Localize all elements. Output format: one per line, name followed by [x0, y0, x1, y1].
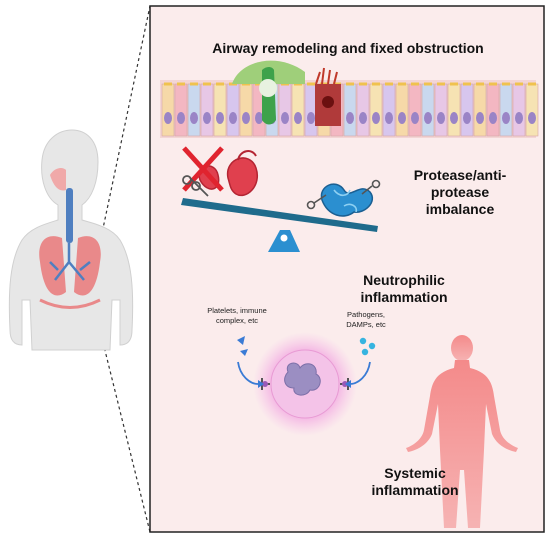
- epithelial-cell: [525, 83, 539, 137]
- epithelial-cell: [278, 83, 292, 137]
- cell-nucleus: [372, 112, 380, 124]
- human-body-icon: [406, 335, 518, 528]
- epithelium-icon: [160, 60, 539, 138]
- epithelial-cell: [486, 83, 500, 137]
- cell-nucleus: [216, 112, 224, 124]
- epithelial-cell: [382, 83, 396, 137]
- epithelial-cell: [343, 83, 357, 137]
- label-neutrophilic-1: Neutrophilic: [363, 272, 445, 288]
- cell-nucleus: [515, 112, 523, 124]
- label-pathogens-2: DAMPs, etc: [346, 320, 386, 329]
- human-torso-icon: [8, 129, 134, 351]
- epithelial-cell: [434, 83, 448, 137]
- cell-nucleus: [398, 112, 406, 124]
- epithelial-cell: [460, 83, 474, 137]
- epithelial-cell: [408, 83, 422, 137]
- cell-nucleus: [255, 112, 263, 124]
- label-protease-1: Protease/anti-: [414, 167, 507, 183]
- label-systemic-2: inflammation: [371, 482, 458, 498]
- cell-nucleus: [450, 112, 458, 124]
- cell-nucleus: [359, 112, 367, 124]
- cell-nucleus: [229, 112, 237, 124]
- epithelial-cell: [369, 83, 383, 137]
- epithelial-cell: [473, 83, 487, 137]
- epithelial-cell: [356, 83, 370, 137]
- epithelial-cell: [161, 83, 175, 137]
- epithelial-cell: [291, 83, 305, 137]
- label-protease-2: protease: [431, 184, 490, 200]
- cell-nucleus: [242, 112, 250, 124]
- cell-nucleus: [164, 112, 172, 124]
- epithelial-cell: [187, 83, 201, 137]
- label-systemic-1: Systemic: [384, 465, 446, 481]
- cell-nucleus: [346, 112, 354, 124]
- cell-nucleus: [281, 112, 289, 124]
- epithelial-cell: [395, 83, 409, 137]
- cell-nucleus: [489, 112, 497, 124]
- cell-nucleus: [476, 112, 484, 124]
- cell-nucleus: [294, 112, 302, 124]
- cell-nucleus: [177, 112, 185, 124]
- ligand-arrows: [237, 336, 376, 388]
- epithelial-cell: [174, 83, 188, 137]
- scissors-icon: [306, 179, 381, 210]
- cell-nucleus: [385, 112, 393, 124]
- epithelial-cell: [421, 83, 435, 137]
- cell-nucleus: [502, 112, 510, 124]
- label-airway: Airway remodeling and fixed obstruction: [212, 40, 483, 56]
- label-protease-3: imbalance: [426, 201, 495, 217]
- neutrophil-icon: [253, 332, 357, 436]
- cell-nucleus: [424, 112, 432, 124]
- antiprotease-protein-icon: [320, 183, 374, 217]
- label-pathogens-1: Pathogens,: [347, 310, 385, 319]
- epithelial-cell: [200, 83, 214, 137]
- epithelial-cell: [213, 83, 227, 137]
- cell-nucleus: [411, 112, 419, 124]
- epithelial-cell: [499, 83, 513, 137]
- protease-seesaw-diagram: [181, 146, 381, 252]
- cell-nucleus: [463, 112, 471, 124]
- cell-nucleus: [203, 112, 211, 124]
- scissors-icon: [182, 175, 209, 197]
- cell-nucleus: [528, 112, 536, 124]
- cell-nucleus: [190, 112, 198, 124]
- epithelial-cell: [239, 83, 253, 137]
- label-neutrophilic-2: inflammation: [360, 289, 447, 305]
- epithelial-cell: [512, 83, 526, 137]
- epithelial-cell: [447, 83, 461, 137]
- cell-nucleus: [437, 112, 445, 124]
- epithelial-cell: [226, 83, 240, 137]
- cell-nucleus: [307, 112, 315, 124]
- label-platelets-1: Platelets, immune: [207, 306, 267, 315]
- label-platelets-2: complex, etc: [216, 316, 258, 325]
